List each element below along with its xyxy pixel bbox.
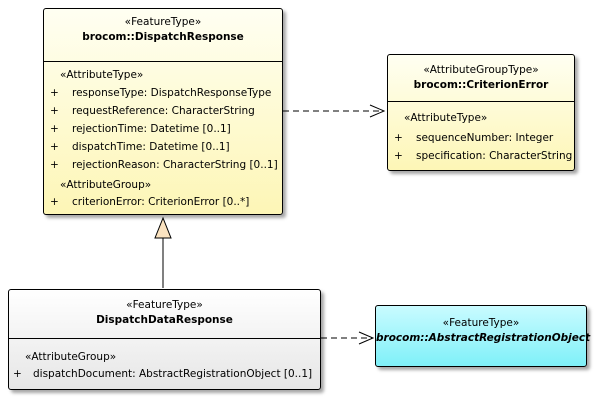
class-dispatch-data-response[interactable]: «FeatureType» DispatchDataResponse «Attr… [8,289,321,390]
attribute-group-label: «AttributeGroup» [25,351,117,363]
attribute-row[interactable]: + requestReference: CharacterString [50,102,278,120]
attribute-list: + dispatchDocument: AbstractRegistration… [13,365,318,383]
dependency-connector-criterion-error[interactable] [283,104,386,118]
attribute-list: + responseType: DispatchResponseType + r… [50,84,278,174]
attribute-text: responseType: DispatchResponseType [72,87,272,99]
class-header: «FeatureType» DispatchDataResponse [9,290,320,328]
attribute-text: rejectionReason: CharacterString [0..1] [72,159,278,171]
compartment-divider [44,61,282,62]
attribute-row[interactable]: + specification: CharacterString [394,147,573,165]
attribute-row[interactable]: + dispatchDocument: AbstractRegistration… [13,365,318,383]
visibility-marker: + [394,132,403,144]
visibility-marker: + [13,368,22,380]
visibility-marker: + [50,105,59,117]
compartment-divider [388,101,574,102]
compartment-divider [9,338,320,339]
attribute-row[interactable]: + responseType: DispatchResponseType [50,84,278,102]
stereotype-label: «FeatureType» [124,16,202,28]
visibility-marker: + [50,141,59,153]
attribute-text: criterionError: CriterionError [0..*] [72,196,250,208]
attribute-row[interactable]: + dispatchTime: Datetime [0..1] [50,138,278,156]
attribute-row[interactable]: + rejectionTime: Datetime [0..1] [50,120,278,138]
class-header: «FeatureType» brocom::DispatchResponse [44,9,282,45]
class-dispatch-response[interactable]: «FeatureType» brocom::DispatchResponse «… [43,8,283,215]
visibility-marker: + [394,150,403,162]
attribute-group-label: «AttributeGroup» [60,179,152,191]
class-abstract-registration-object[interactable]: «FeatureType» brocom::AbstractRegistrati… [375,305,591,367]
attribute-row[interactable]: + sequenceNumber: Integer [394,129,570,147]
class-name: brocom::DispatchResponse [82,31,244,43]
attribute-text: rejectionTime: Datetime [0..1] [72,123,231,135]
generalization-connector[interactable] [154,216,172,288]
visibility-marker: + [50,196,59,208]
stereotype-label: «AttributeGroupType» [423,64,539,76]
class-name: brocom::CriterionError [413,79,549,91]
class-name: DispatchDataResponse [96,314,233,326]
attribute-row[interactable]: + criterionError: CriterionError [0..*] [50,193,278,211]
class-header: «AttributeGroupType» brocom::CriterionEr… [388,55,574,93]
stereotype-label: «FeatureType» [126,299,203,311]
attribute-list: + criterionError: CriterionError [0..*] [50,193,278,211]
attribute-text: sequenceNumber: Integer [416,132,554,144]
attribute-text: dispatchDocument: AbstractRegistrationOb… [33,368,313,380]
visibility-marker: + [50,87,59,99]
visibility-marker: + [50,159,59,171]
attribute-row[interactable]: + rejectionReason: CharacterString [0..1… [50,156,278,174]
class-criterion-error[interactable]: «AttributeGroupType» brocom::CriterionEr… [387,54,575,171]
attribute-text: requestReference: CharacterString [72,105,255,117]
stereotype-label: «FeatureType» [442,317,520,329]
class-header: «FeatureType» brocom::AbstractRegistrati… [376,306,591,346]
attribute-list: + sequenceNumber: Integer + specificatio… [394,129,573,165]
attribute-text: specification: CharacterString [416,150,573,162]
attribute-group-label: «AttributeType» [60,69,144,81]
dependency-connector-abstract-registration-object[interactable] [321,331,375,345]
class-name: brocom::AbstractRegistrationObject [376,332,591,344]
attribute-group-label: «AttributeType» [404,112,488,124]
visibility-marker: + [50,123,59,135]
attribute-text: dispatchTime: Datetime [0..1] [72,141,230,153]
